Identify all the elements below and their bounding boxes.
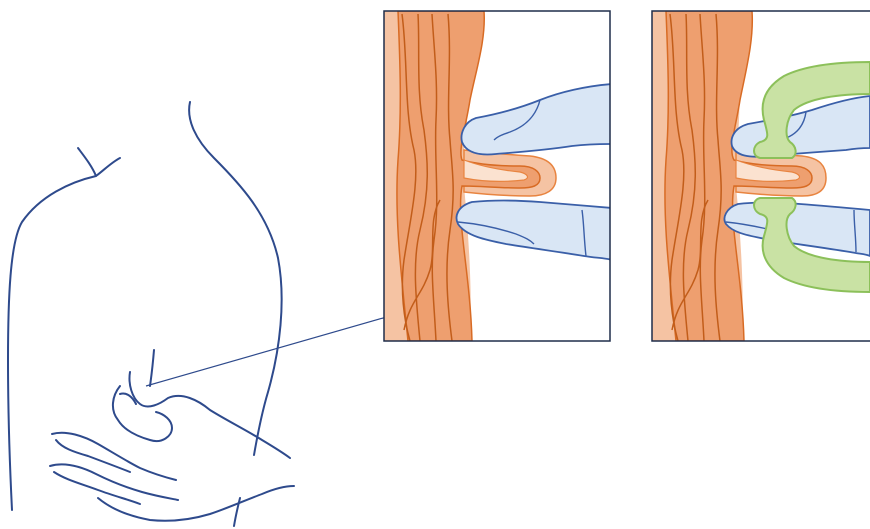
upper-arm-line xyxy=(189,102,282,455)
palm-bottom xyxy=(98,486,294,521)
lower-finger xyxy=(457,201,612,261)
neck-line xyxy=(78,148,120,176)
callout-arrow xyxy=(146,306,414,386)
wrist-line xyxy=(234,498,240,526)
hand-upper xyxy=(129,372,290,458)
skin-fold-detail-panel xyxy=(384,11,612,341)
finger-1 xyxy=(52,433,176,480)
body-outline xyxy=(8,102,294,526)
shoulder-line xyxy=(8,176,96,510)
torso-line xyxy=(150,350,154,386)
upper-finger xyxy=(462,84,612,155)
skin-fold-with-device-panel xyxy=(652,11,870,341)
